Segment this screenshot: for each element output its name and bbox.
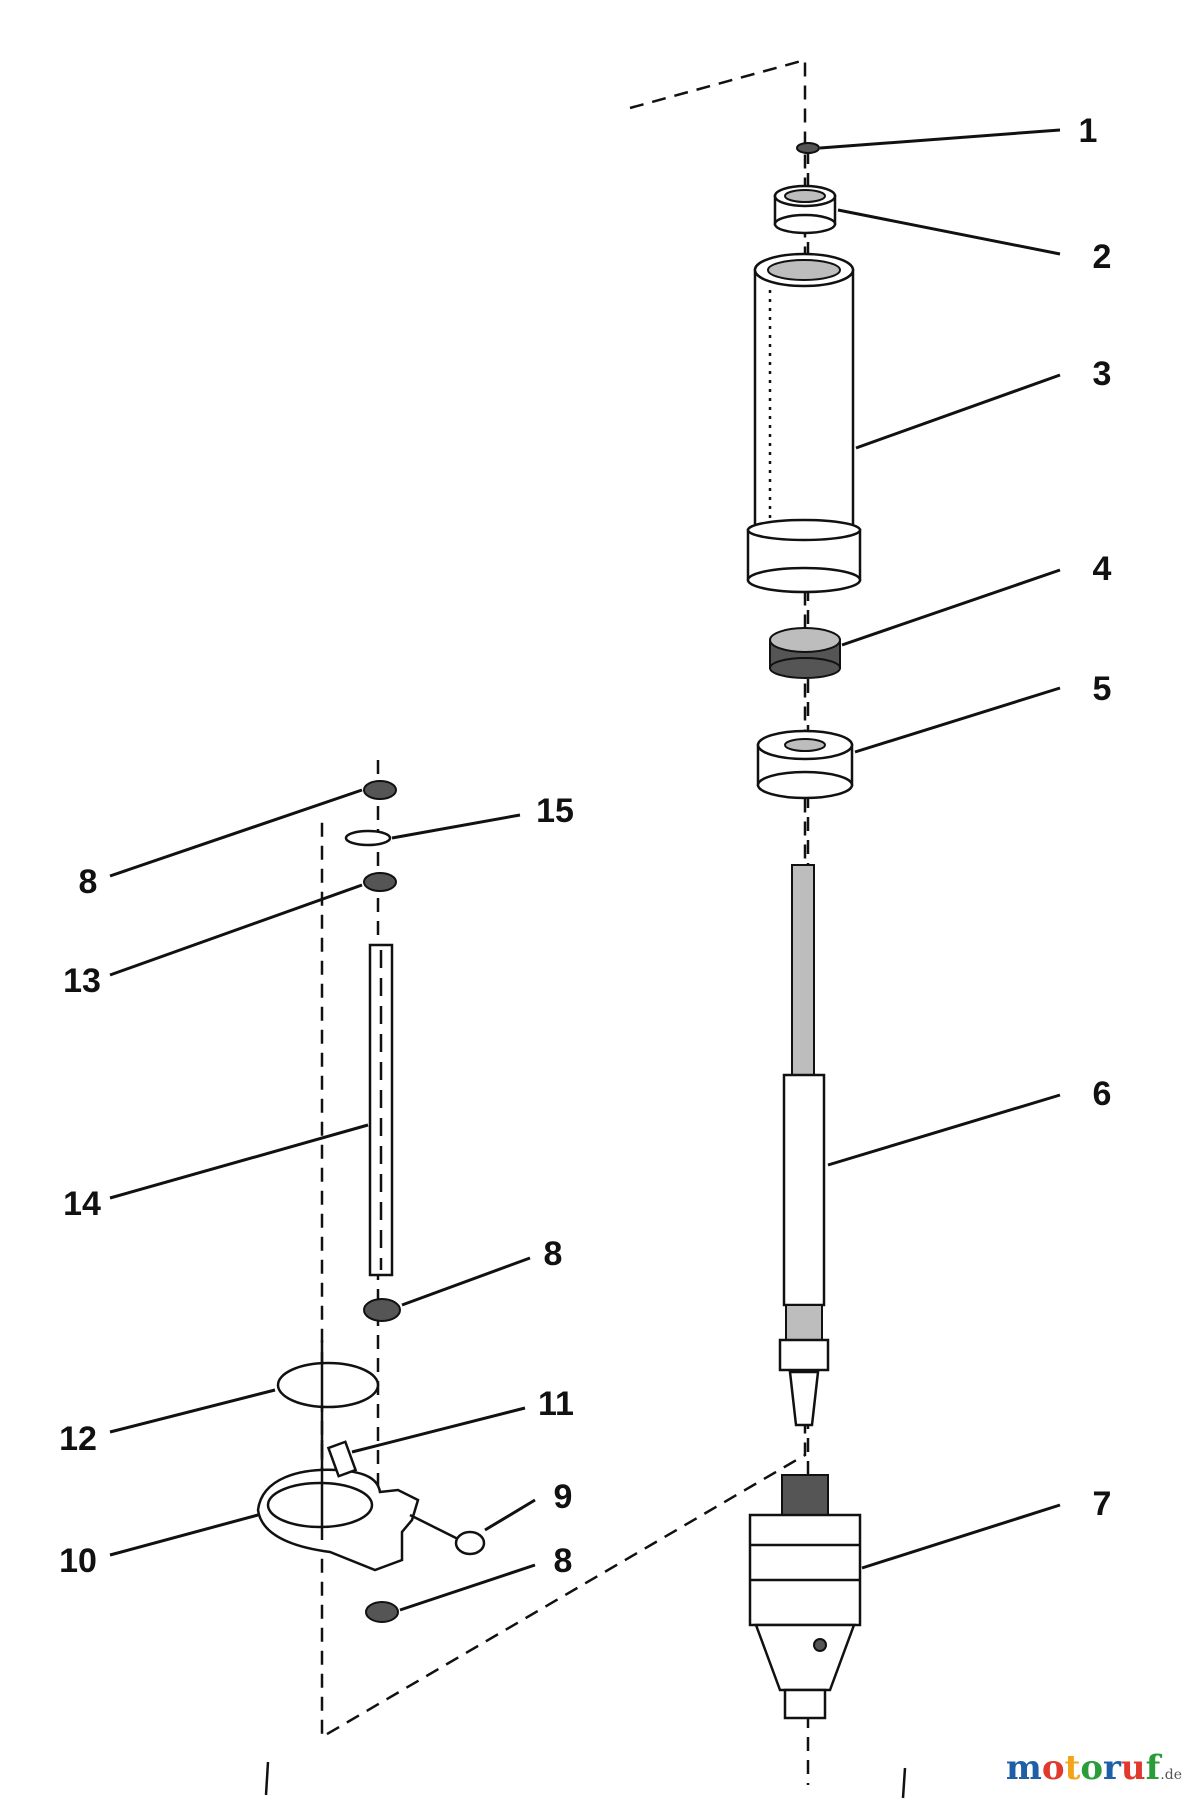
part-10-clamp-arm xyxy=(256,1440,420,1572)
leader-11 xyxy=(351,1406,526,1454)
watermark-letter: o xyxy=(1041,1748,1065,1788)
part-12-ring xyxy=(276,1361,380,1409)
callout-12: 12 xyxy=(59,1420,97,1458)
callout-7: 7 xyxy=(1093,1485,1112,1523)
right-frame-stub xyxy=(901,1767,907,1799)
part-5-ring xyxy=(756,729,854,800)
leader-8a xyxy=(109,788,363,878)
callout-10: 10 xyxy=(59,1542,97,1580)
leader-12 xyxy=(109,1388,276,1434)
part-7-chuck xyxy=(748,1474,862,1720)
part-9-bolt xyxy=(409,1513,486,1556)
callout-5: 5 xyxy=(1093,670,1112,708)
part-2-cap xyxy=(773,184,837,235)
callout-2: 2 xyxy=(1093,238,1112,276)
part-3-quill-tube xyxy=(746,252,862,594)
callout-6: 6 xyxy=(1093,1075,1112,1113)
callout-1: 1 xyxy=(1079,112,1098,150)
callout-9: 9 xyxy=(554,1478,573,1516)
callout-11: 11 xyxy=(538,1385,574,1423)
part-1-washer xyxy=(796,142,820,154)
callout-14: 14 xyxy=(63,1185,101,1223)
leader-4 xyxy=(841,568,1061,647)
part-6-spindle xyxy=(778,864,830,1427)
watermark-letter: o xyxy=(1080,1748,1103,1788)
leader-5 xyxy=(854,686,1061,754)
leader-9 xyxy=(484,1498,536,1532)
leader-1 xyxy=(819,128,1061,150)
leader-2 xyxy=(837,208,1061,256)
leader-6 xyxy=(827,1093,1061,1167)
leader-8b xyxy=(401,1256,531,1307)
leader-14 xyxy=(109,1123,369,1200)
part-11-clamp-screw xyxy=(326,1440,358,1478)
callout-8-bottom: 8 xyxy=(554,1542,573,1580)
part-15-washer xyxy=(344,829,392,847)
leader-13 xyxy=(109,883,363,977)
leader-7 xyxy=(861,1503,1061,1570)
part-13-nut xyxy=(363,872,397,892)
watermark-letter: t xyxy=(1064,1748,1081,1788)
part-8-middle-nut xyxy=(363,1298,401,1322)
leader-10 xyxy=(109,1513,259,1557)
callout-13: 13 xyxy=(63,962,101,1000)
left-frame-stub xyxy=(264,1761,270,1796)
callout-8-top: 8 xyxy=(79,863,98,901)
leader-15 xyxy=(391,813,521,840)
watermark-letter: f xyxy=(1145,1748,1161,1788)
part-14-rod xyxy=(368,943,394,1277)
part-8-top-nut xyxy=(363,780,397,800)
part-4-bearing xyxy=(769,627,841,679)
motoruf-watermark-logo: motoruf.de xyxy=(1006,1748,1182,1788)
leader-8c xyxy=(399,1563,536,1612)
part-8-bottom-nut xyxy=(365,1601,399,1623)
watermark-suffix: .de xyxy=(1160,1767,1182,1783)
leader-3 xyxy=(855,373,1061,450)
callout-8-middle: 8 xyxy=(544,1235,563,1273)
watermark-letter: u xyxy=(1120,1748,1146,1788)
watermark-letter: m xyxy=(1005,1748,1042,1788)
callout-15: 15 xyxy=(536,792,574,830)
callout-3: 3 xyxy=(1093,355,1112,393)
callout-4: 4 xyxy=(1093,550,1112,588)
watermark-letter: r xyxy=(1103,1748,1121,1788)
